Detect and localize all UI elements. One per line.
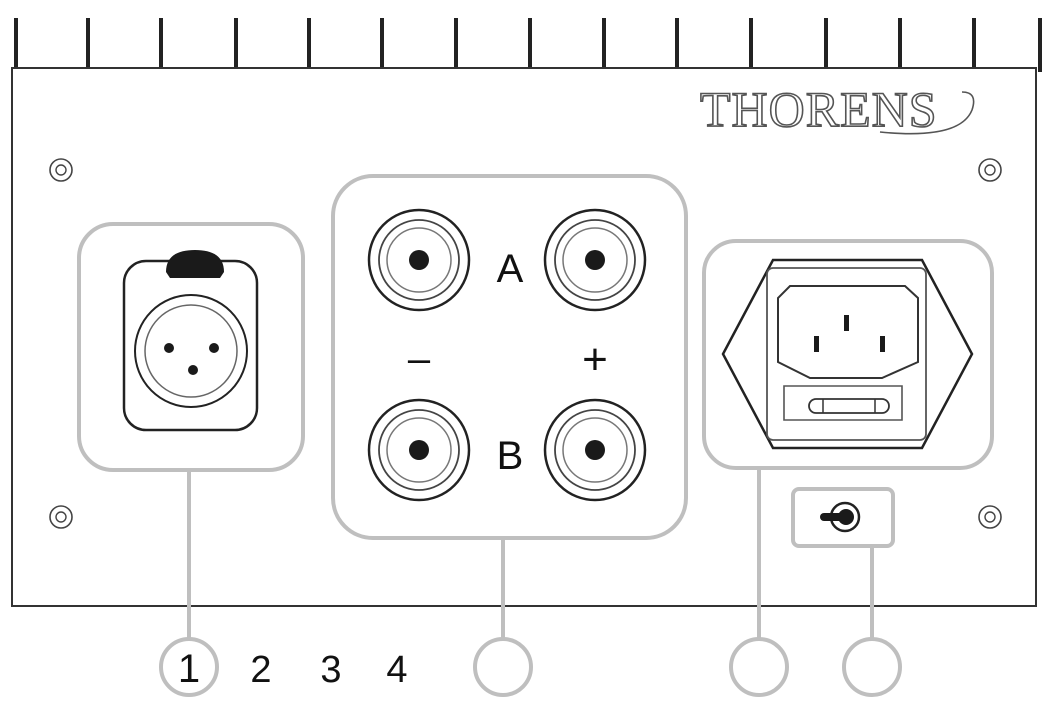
callout-circles	[159, 637, 902, 697]
plus-polarity-label: +	[582, 335, 608, 384]
screw-top-right-icon	[978, 158, 1002, 182]
iec-neutral-pin-icon	[880, 336, 885, 352]
callout-circle-4	[842, 637, 902, 697]
screw-top-left-icon	[49, 158, 73, 182]
ground-screw-shaft-icon	[820, 513, 846, 521]
fuse-icon	[808, 398, 890, 414]
callout-number-1: 1	[178, 647, 200, 691]
xlr-pin-3-icon	[188, 365, 198, 375]
binding-posts-group: A B – +	[331, 174, 688, 540]
binding-post-b-minus	[367, 398, 471, 502]
iec-earth-pin-icon	[844, 315, 849, 331]
iec-socket-icon	[777, 285, 919, 379]
callout-number-3: 3	[320, 649, 341, 691]
callout-leaders	[187, 468, 874, 638]
binding-post-a-plus	[543, 208, 647, 312]
binding-post-b-plus	[543, 398, 647, 502]
brand-logo-text: THORENS	[700, 81, 938, 137]
binding-posts-frame	[331, 174, 688, 540]
logo-swoosh	[879, 91, 975, 135]
top-vent-fins	[14, 18, 1042, 72]
screw-bottom-left-icon	[49, 505, 73, 529]
callout-circle-2	[473, 637, 533, 697]
binding-post-a-minus	[367, 208, 471, 312]
ground-terminal-frame	[791, 487, 895, 548]
row-a-label: A	[497, 247, 524, 291]
xlr-pin-2-icon	[209, 343, 219, 353]
minus-polarity-label: –	[408, 337, 431, 381]
power-inlet-frame	[702, 239, 994, 470]
ground-terminal-group	[791, 487, 895, 548]
screw-bottom-right-icon	[978, 505, 1002, 529]
callout-number-4: 4	[386, 649, 407, 691]
callout-circle-1	[159, 637, 219, 697]
row-b-label: B	[497, 434, 524, 478]
iec-live-pin-icon	[814, 336, 819, 352]
xlr-latch-icon	[166, 250, 224, 278]
callout-number-2: 2	[250, 649, 271, 691]
power-inlet-group	[702, 239, 994, 470]
xlr-socket-outer-ring	[134, 294, 248, 408]
panel-screws	[49, 158, 1002, 529]
callout-circle-3	[729, 637, 789, 697]
xlr-pin-1-icon	[164, 343, 174, 353]
xlr-socket-inner-ring	[144, 304, 238, 398]
